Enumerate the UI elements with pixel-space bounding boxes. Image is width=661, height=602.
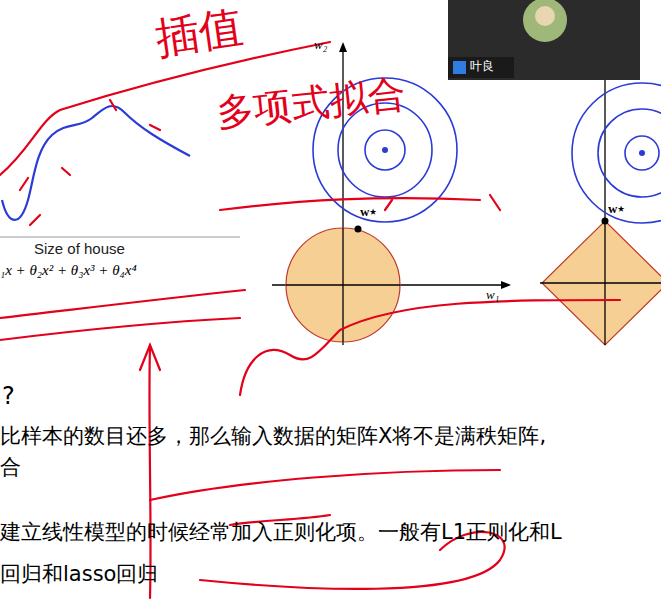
axis-label: w₁ [486, 288, 499, 303]
axis-arrow [501, 281, 511, 289]
point-label: w⋆ [360, 205, 377, 220]
slide-text: 合 [0, 455, 21, 479]
optimum-point [355, 226, 362, 233]
l2-constraint [286, 228, 400, 342]
participant-name: 叶良 [470, 60, 494, 74]
slide-text: 回归和lasso回归 [0, 562, 158, 586]
axis [272, 284, 505, 285]
fit-curve [2, 106, 190, 220]
axis-label: Size of house [34, 240, 125, 257]
user-icon [453, 61, 466, 74]
slide-text: ? [2, 383, 15, 411]
slide-text: 建立线性模型的时候经常加入正则化项。一般有L1正则化和L [0, 520, 562, 544]
handwritten-note: 多项式拟合 [214, 72, 408, 135]
handwritten-note: 插值 [152, 2, 246, 64]
axis-arrow [339, 42, 347, 52]
axis-label: w₂ [314, 38, 327, 53]
contour [365, 130, 405, 170]
avatar [523, 0, 567, 42]
annotation-strokes [0, 42, 620, 598]
slide-text: 比样本的数目还多，那么输入数据的矩阵X将不是满秩矩阵, [0, 424, 546, 448]
point-label: w⋆ [608, 202, 625, 217]
formula: ₁x + θ₂x² + θ₃x³ + θ₄x⁴ [0, 262, 137, 279]
